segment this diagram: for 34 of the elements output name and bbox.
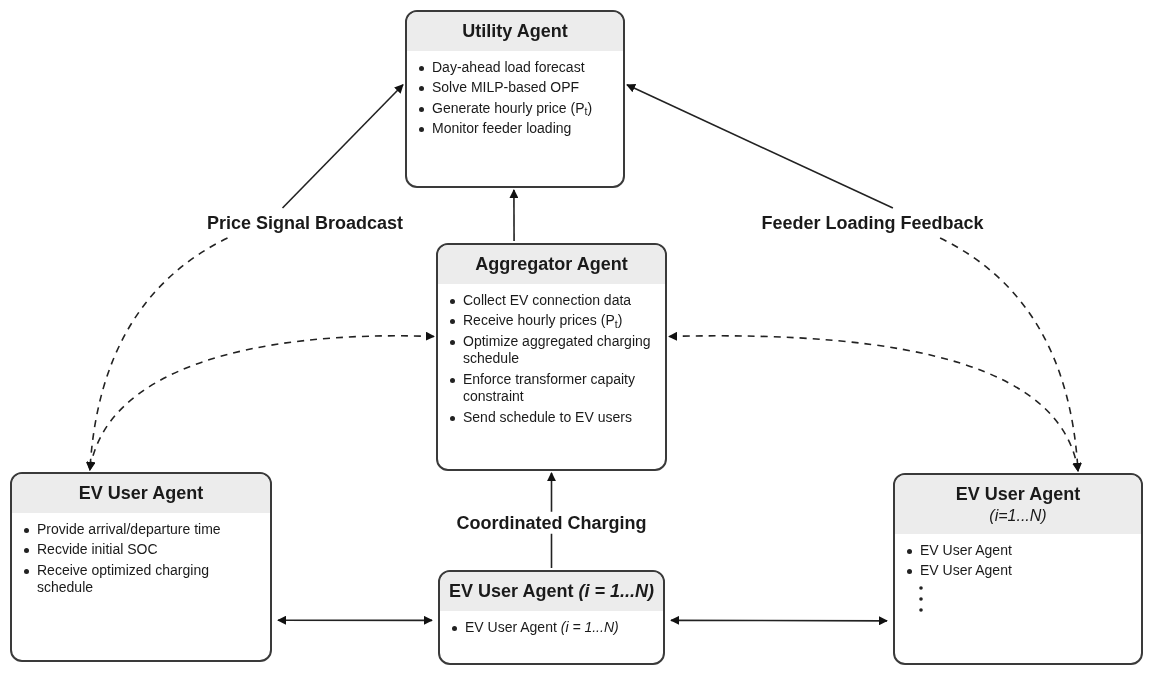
agent-title: EV User Agent [78,482,204,505]
agent-title: Utility Agent [462,20,568,43]
agent-box [405,10,625,188]
arrow [626,83,894,209]
bullet-text: Optimize aggregated charging schedule [463,332,652,368]
bullet-text: Solve MILP-based OPF [432,79,580,97]
dashed-arrow [668,331,1081,472]
bullet-text: Provide arrival/departure time [37,520,221,538]
arrow [277,615,433,625]
arrow [281,83,404,209]
arrow [509,189,519,242]
bullet-text: Enforce transformer capaity constraint [463,370,636,406]
bullet-text: Receive hourly prices (P$_{t}$) [463,312,623,330]
agent-box [893,473,1143,665]
bullet-text: Receive optimized charging schedule [37,561,210,597]
agent-box [438,570,665,665]
bullet-text: Generate hourly price (P$_{t}$) [432,99,593,117]
bullet-text: EV User Agent [920,562,1012,580]
arrow [670,615,888,626]
bullet-text: EV User Agent [920,541,1012,559]
agent-box [436,243,667,471]
dashed-arrow [87,331,435,471]
bullet-text: Monitor feeder loading [432,120,572,138]
index-range: (i=1...N) [989,505,1047,526]
bullet-text: Send schedule to EV users [463,408,632,426]
bullet-text: Day-ahead load forecast [432,58,585,76]
bullet-text: EV User Agent (i = 1...N) [465,618,619,636]
agent-title: Aggregator Agent [475,253,628,276]
dashed-arrow [86,237,229,471]
bullet-text: Collect EV connection data [463,291,632,309]
bullet-text: Recvide initial SOC [37,541,158,559]
agent-title: EV User Agent [955,483,1081,506]
agent-box [10,472,272,662]
agent-title: EV User Agent (i = 1...N) [449,580,654,603]
